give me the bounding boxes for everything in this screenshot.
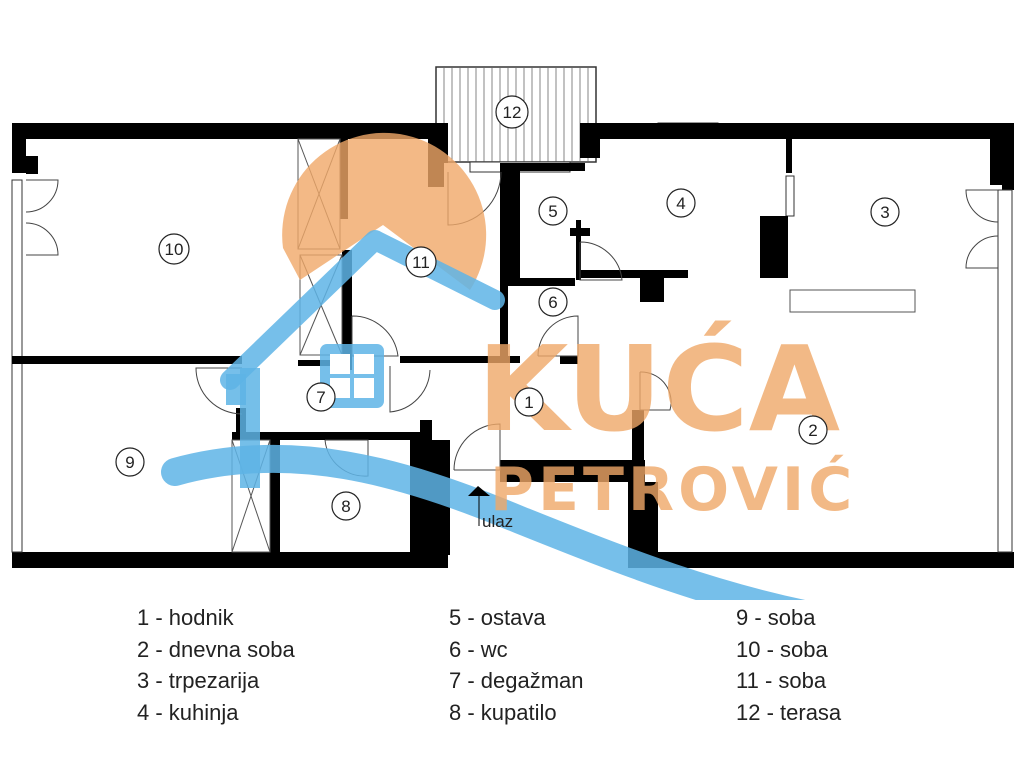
room-marker-2: 2	[798, 415, 828, 445]
room-marker-12: 12	[495, 95, 529, 129]
legend-item: 5 - ostava	[449, 605, 546, 630]
room-marker-4: 4	[666, 188, 696, 218]
svg-text:1: 1	[524, 393, 533, 412]
room-markers: 1 2 3 4 5 6 7 8 9 10 11 12	[115, 95, 900, 521]
svg-text:5: 5	[548, 202, 557, 221]
room-marker-5: 5	[538, 196, 568, 226]
room-marker-3: 3	[870, 197, 900, 227]
svg-text:2: 2	[808, 421, 817, 440]
room-marker-7: 7	[306, 382, 336, 412]
room-marker-11: 11	[405, 246, 437, 278]
room-marker-10: 10	[158, 233, 190, 265]
legend-column-1: 1 - hodnik 2 - dnevna soba 3 - trpezarij…	[137, 602, 295, 728]
legend-item: 8 - kupatilo	[449, 699, 557, 725]
entrance-label: ulaz	[482, 512, 513, 531]
svg-text:3: 3	[880, 203, 889, 222]
svg-text:9: 9	[125, 453, 134, 472]
legend-item: 4 - kuhinja	[137, 699, 239, 725]
legend-item: 2 - dnevna soba	[137, 636, 295, 662]
legend-item: 3 - trpezarija	[137, 668, 260, 693]
svg-text:11: 11	[412, 253, 430, 272]
room-marker-9: 9	[115, 447, 145, 477]
room-marker-1: 1	[514, 387, 544, 417]
entrance-marker: ulaz	[468, 486, 513, 531]
logo-text-petrovic: PETROVIĆ	[490, 454, 856, 525]
svg-text:10: 10	[165, 240, 184, 259]
outer-walls	[12, 123, 1014, 568]
legend-column-3: 9 - soba 10 - soba 11 - soba 12 - terasa	[736, 602, 841, 728]
room-marker-6: 6	[538, 287, 568, 317]
svg-text:7: 7	[316, 388, 325, 407]
legend-item: 7 - degažman	[449, 668, 584, 693]
legend-item: 9 - soba	[736, 605, 816, 630]
legend-item: 1 - hodnik	[137, 605, 234, 630]
legend-column-2: 5 - ostava 6 - wc 7 - degažman 8 - kupat…	[449, 602, 584, 728]
svg-text:8: 8	[341, 497, 350, 516]
room-marker-8: 8	[331, 491, 361, 521]
door-swings	[25, 171, 999, 477]
svg-text:12: 12	[503, 103, 522, 122]
legend-item: 12 - terasa	[736, 699, 842, 725]
floor-plan: KUĆA PETROVIĆ ulaz 1 2 3 4 5 6 7 8 9 10 …	[11, 66, 1014, 600]
logo-text-kuca: KUĆA	[477, 320, 840, 458]
interior-walls	[12, 123, 916, 557]
svg-text:6: 6	[548, 293, 557, 312]
legend-item: 11 - soba	[736, 668, 827, 693]
svg-text:4: 4	[676, 194, 685, 213]
legend-item: 6 - wc	[449, 636, 508, 662]
legend-item: 10 - soba	[736, 636, 828, 662]
logo-watermark: KUĆA PETROVIĆ	[161, 132, 856, 600]
terrace-area	[435, 66, 597, 173]
